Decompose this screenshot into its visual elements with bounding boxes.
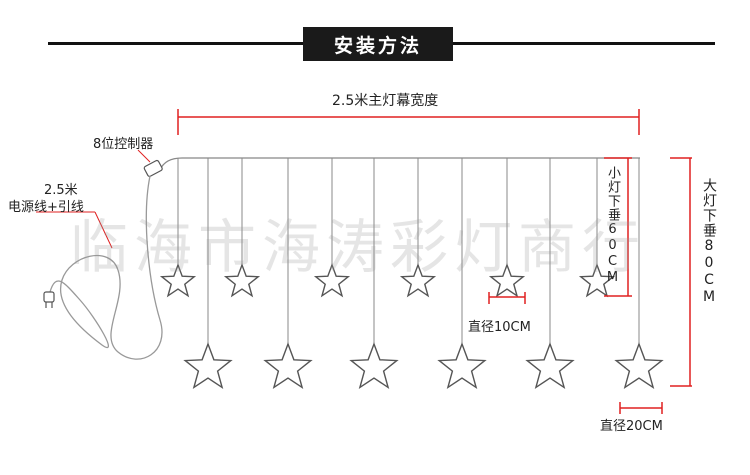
- drop-wires: [177, 158, 640, 346]
- controller-label: 8位控制器: [93, 137, 154, 152]
- plug-icon: [43, 291, 55, 308]
- small-diameter-label: 直径10CM: [468, 320, 531, 335]
- large-star-icon: [614, 341, 664, 390]
- small-star-icon: [399, 263, 437, 298]
- section-title: 安装方法: [303, 27, 453, 61]
- title-rule-left: [48, 42, 303, 45]
- main-width-label: 2.5米主灯幕宽度: [332, 93, 439, 109]
- small-star-icon: [223, 263, 261, 298]
- controller-box: [143, 159, 163, 177]
- controller-pointer: [137, 149, 151, 163]
- large-star-icon: [437, 341, 487, 390]
- power-line-pointer-down: [94, 211, 113, 249]
- width-dimension: [177, 109, 640, 135]
- small-star-icon: [159, 263, 197, 298]
- power-length-label: 2.5米: [44, 183, 78, 198]
- large-diameter-label: 直径20CM: [600, 419, 663, 434]
- small-drop-label: 小灯下垂60CM: [605, 166, 620, 286]
- small-star-icon: [488, 263, 526, 298]
- title-rule-right: [453, 42, 715, 45]
- watermark-text: 临海市海涛彩灯商行: [70, 213, 647, 281]
- large-drop-label: 大灯下垂80CM: [701, 178, 717, 306]
- star-lights: [159, 263, 664, 390]
- small-star-icon: [578, 263, 616, 298]
- large-diameter-dimension: [619, 402, 663, 414]
- large-star-icon: [183, 341, 233, 390]
- curtain-top-wire: [159, 157, 640, 171]
- small-star-icon: [313, 263, 351, 298]
- large-star-icon: [525, 341, 575, 390]
- power-wire: [49, 175, 163, 360]
- small-drop-dimension: [604, 157, 632, 297]
- power-line-label: 电源线+引线: [8, 200, 84, 215]
- large-star-icon: [263, 341, 313, 390]
- large-drop-dimension: [670, 157, 692, 387]
- small-diameter-dimension: [488, 292, 526, 304]
- large-star-icon: [349, 341, 399, 390]
